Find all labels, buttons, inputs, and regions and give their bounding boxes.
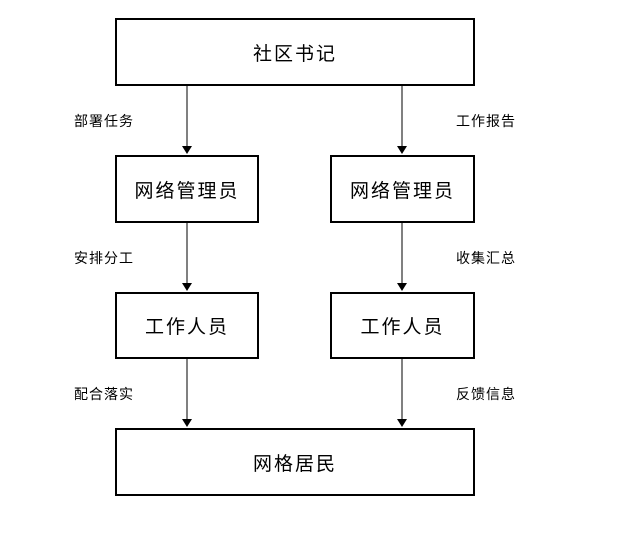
edge-label-assign-tasks: 部署任务 [74,114,134,130]
edge-label-collect-summary: 收集汇总 [456,251,516,267]
edge-label-feedback-info: 反馈信息 [456,387,516,403]
node-network-manager-left: 网络管理员 [115,155,259,223]
node-network-manager-right: 网络管理员 [330,155,475,223]
node-community-secretary: 社区书记 [115,18,475,86]
node-staff-right: 工作人员 [330,292,475,359]
node-grid-residents: 网格居民 [115,428,475,496]
edge-label-arrange-work: 安排分工 [74,251,134,267]
edge-label-work-report: 工作报告 [456,114,516,130]
edge-label-cooperate-implement: 配合落实 [74,387,134,403]
node-staff-left: 工作人员 [115,292,259,359]
